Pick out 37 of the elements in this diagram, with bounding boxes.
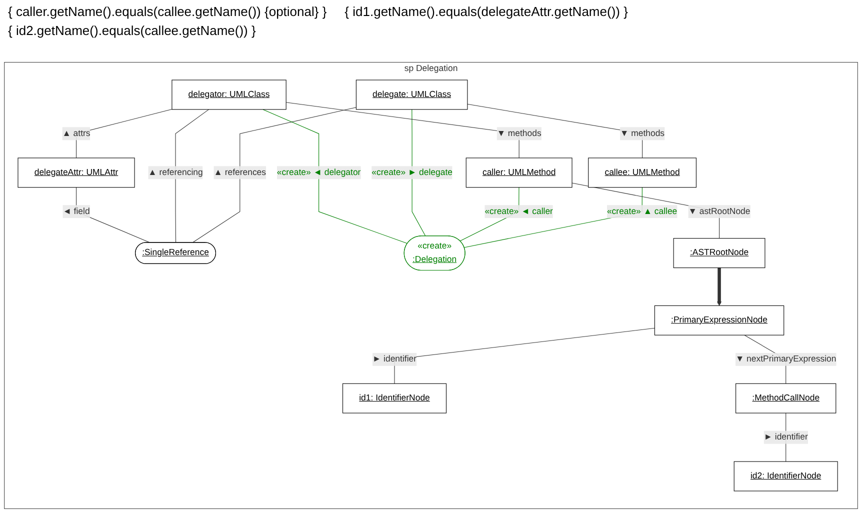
node-box: :MethodCallNode — [736, 383, 836, 414]
constraint-note: { id1.getName().equals(delegateAttr.getName()) } — [344, 4, 628, 19]
edge-label: «create» ► delegate — [372, 168, 452, 178]
connector — [286, 102, 520, 158]
connector — [192, 107, 356, 243]
node-box: delegate: UMLClass — [356, 80, 468, 110]
edge-label: ▲ referencing — [148, 168, 203, 178]
edge-label: ▲ attrs — [62, 128, 90, 138]
connector — [464, 187, 642, 248]
node-box: delegateAttr: UMLAttr — [18, 158, 135, 188]
edge-label: ◄ field — [62, 206, 90, 216]
connector — [572, 182, 720, 239]
node-box: id2: IdentifierNode — [734, 461, 838, 492]
connector — [412, 109, 426, 236]
connector — [262, 109, 408, 244]
constraint-note: { caller.getName().equals(callee.getName()) {optional} } — [8, 4, 327, 19]
connector — [175, 109, 210, 243]
connector — [467, 104, 643, 158]
node-box: :ASTRootNode — [673, 238, 766, 268]
node-box: callee: UMLMethod — [588, 158, 696, 188]
node-box: delegator: UMLClass — [172, 80, 286, 110]
edge-label: ▲ references — [214, 168, 266, 178]
edge-label: «create» ◄ delegator — [276, 168, 361, 178]
node-box: caller: UMLMethod — [466, 158, 572, 188]
edge-label: ▼ astRootNode — [688, 206, 750, 216]
edge-label: ► identifier — [372, 354, 417, 364]
constraint-note: { id2.getName().equals(callee.getName()) } — [8, 23, 256, 38]
node-box: id1: IdentifierNode — [342, 383, 447, 414]
edge-label: ▼ nextPrimaryExpression — [735, 354, 836, 364]
edge-label: «create» ◄ caller — [484, 206, 553, 216]
edge-label: «create» ▲ callee — [606, 206, 678, 216]
node-box: :PrimaryExpressionNode — [654, 305, 784, 336]
edge-label: ▼ methods — [496, 128, 542, 138]
connector — [394, 328, 655, 384]
edge-label: ► identifier — [764, 432, 808, 442]
arrow — [716, 268, 722, 306]
edge-label: ▼ methods — [620, 128, 665, 138]
